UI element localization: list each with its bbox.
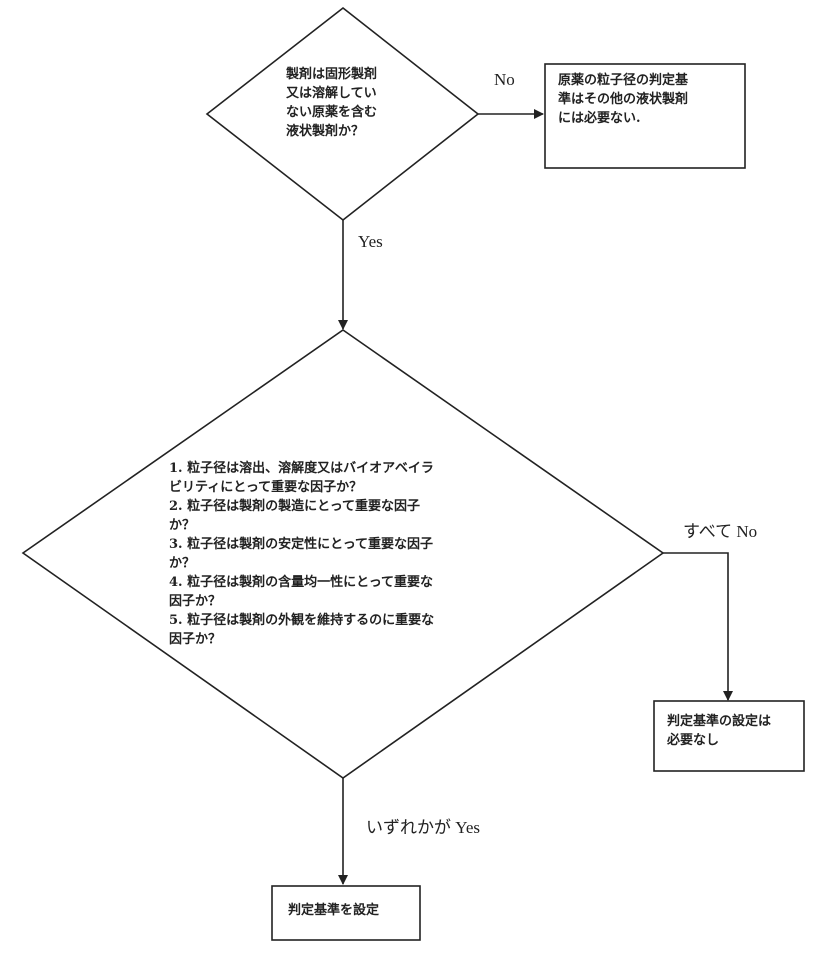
criterion-1: 1. 粒子径は溶出、溶解度又はバイオアベイラ ビリティにとって重要な因子か？ <box>169 461 434 495</box>
criterion-3: 3. 粒子径は製剤の安定性にとって重要な因子 か？ <box>169 537 434 571</box>
box-not-required-text: 判定基準の設定は 必要なし <box>667 714 772 748</box>
decision-1-text: 製剤は固形製剤 又は溶解してい ない原薬を含む 液状製剤か？ <box>286 67 378 139</box>
criterion-5: 5. 粒子径は製剤の外観を維持するのに重要な 因子か？ <box>169 613 435 647</box>
no-box-text: 原薬の粒子径の判定基 準はその他の液状製剤 には必要ない. <box>558 73 689 126</box>
label-yes: Yes <box>358 232 383 251</box>
arrow-all-no <box>663 552 733 701</box>
label-all-no: すべて No <box>683 522 758 541</box>
criterion-2: 2. 粒子径は製剤の製造にとって重要な因子 か？ <box>169 499 421 533</box>
label-no: No <box>494 70 515 89</box>
criterion-4: 4. 粒子径は製剤の含量均一性にとって重要な 因子か？ <box>169 575 434 609</box>
decision-2-text: 1. 粒子径は溶出、溶解度又はバイオアベイラ ビリティにとって重要な因子か？ 2… <box>169 459 509 649</box>
label-any-yes: いずれかが Yes <box>366 818 480 837</box>
box-set-text: 判定基準を設定 <box>288 903 380 918</box>
no-box <box>544 63 746 169</box>
box-set <box>271 885 421 941</box>
box-not-required <box>653 700 805 772</box>
